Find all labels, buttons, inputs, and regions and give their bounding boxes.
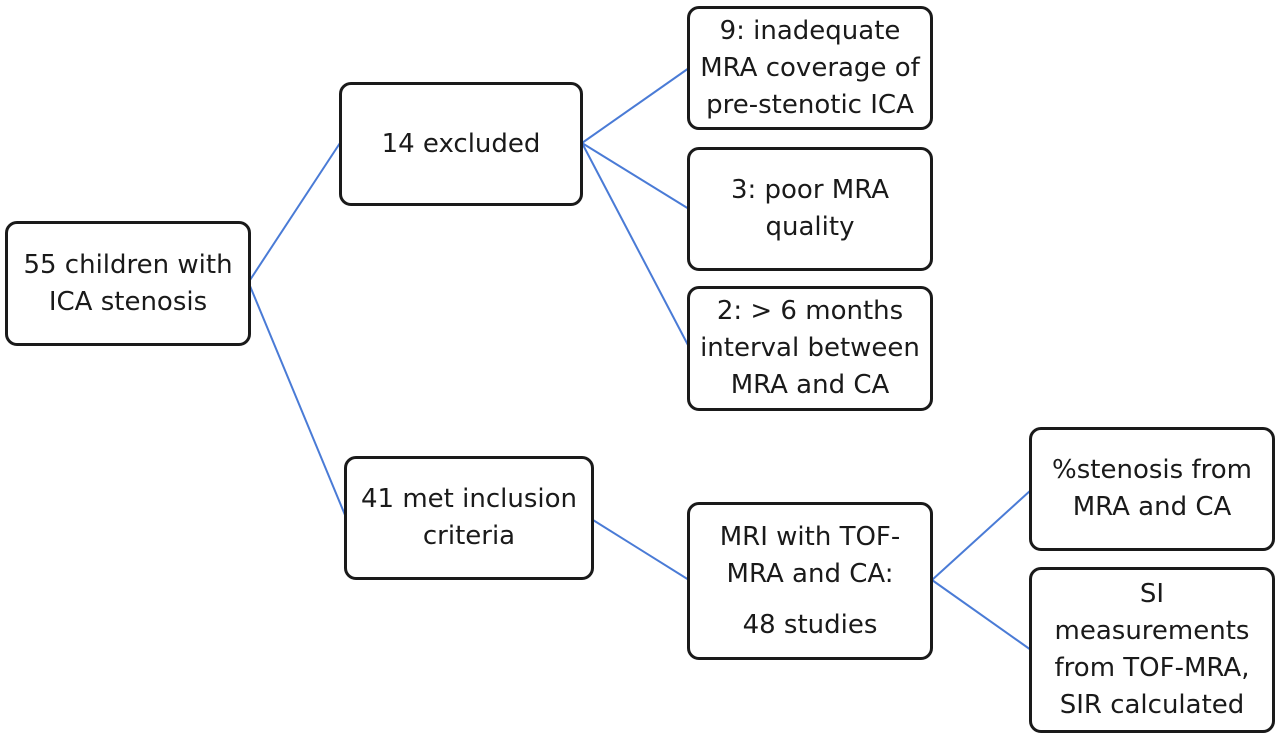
connector-excluded-to-coverage <box>581 67 690 144</box>
reason-coverage-line-1: 9: inadequate <box>719 15 901 46</box>
reason-interval-box: 2: > 6 months interval between MRA and C… <box>687 286 933 411</box>
reason-quality-box: 3: poor MRA quality <box>687 147 933 271</box>
studies-box: MRI with TOF- MRA and CA: 48 studies <box>687 502 933 660</box>
reason-coverage-line-3: pre-stenotic ICA <box>706 89 914 120</box>
connector-excluded-to-interval <box>581 142 690 348</box>
stenosis-output-box: %stenosis from MRA and CA <box>1029 427 1275 551</box>
reason-interval-line-2: interval between <box>700 333 920 363</box>
included-line-2: criteria <box>422 521 516 551</box>
connector-studies-to-stenosis <box>931 489 1032 581</box>
connector-excluded-to-quality <box>581 142 690 210</box>
stenosis-output-line-1: %stenosis from <box>1052 455 1252 485</box>
connector-included-to-studies <box>592 519 690 581</box>
reason-coverage-line-2: MRA coverage of <box>700 52 920 83</box>
si-output-box: SI measurements from TOF-MRA, SIR calcul… <box>1029 567 1275 733</box>
root-box: 55 children with ICA stenosis <box>5 221 251 346</box>
root-line-1: 55 children with <box>23 249 233 280</box>
connector-studies-to-si <box>931 579 1032 651</box>
excluded-box: 14 excluded <box>339 82 583 206</box>
included-box: 41 met inclusion criteria <box>344 456 594 580</box>
si-output-line-3: from TOF-MRA, <box>1054 653 1250 683</box>
studies-line-2: MRA and CA: <box>726 558 894 589</box>
connector-root-to-included <box>249 285 346 516</box>
si-output-line-2: measurements <box>1054 616 1250 646</box>
reason-quality-line-2: quality <box>765 212 855 242</box>
reason-interval-line-3: MRA and CA <box>730 370 890 400</box>
reason-interval-line-1: 2: > 6 months <box>716 296 904 326</box>
si-output-line-1: SI <box>1139 579 1165 609</box>
studies-line-1: MRI with TOF- <box>719 521 901 552</box>
excluded-line-1: 14 excluded <box>381 128 541 159</box>
included-line-1: 41 met inclusion <box>361 484 577 514</box>
reason-quality-line-1: 3: poor MRA <box>730 175 890 205</box>
connector-root-to-excluded <box>249 142 341 281</box>
reason-coverage-box: 9: inadequate MRA coverage of pre-stenot… <box>687 6 933 130</box>
si-output-line-4: SIR calculated <box>1059 690 1245 720</box>
studies-line-3: 48 studies <box>742 609 878 640</box>
stenosis-output-line-2: MRA and CA <box>1072 492 1232 522</box>
root-line-2: ICA stenosis <box>48 286 208 317</box>
